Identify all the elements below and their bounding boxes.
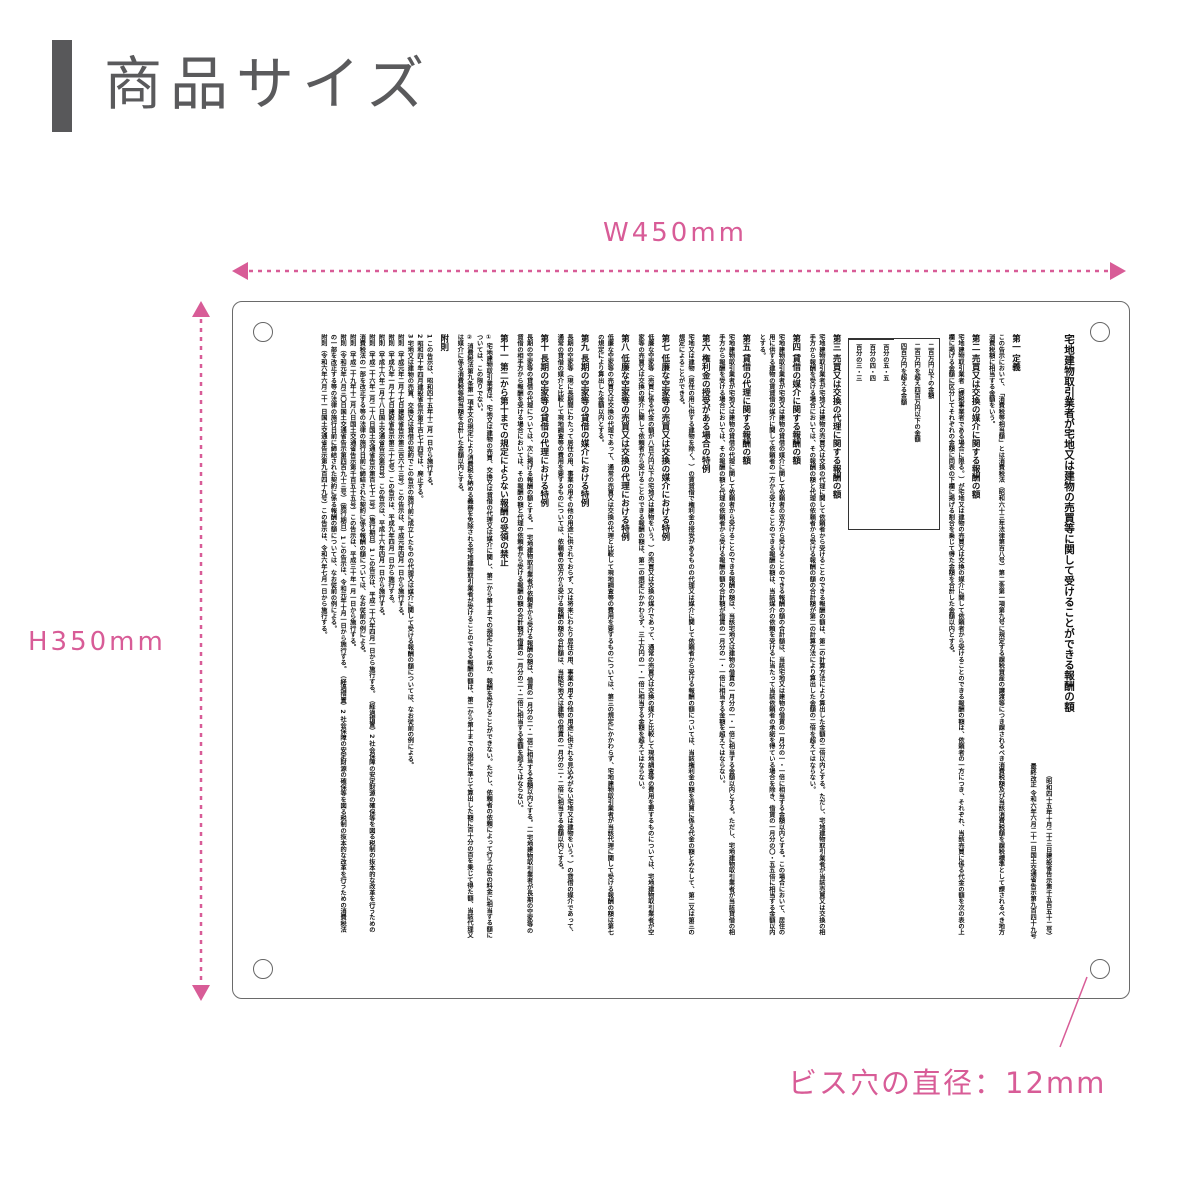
plate-note-2: 最終改正 令和六年六月二十一日国土交通省告示第九百四十九号: [1029, 763, 1037, 939]
plate-title: 宅地建物取引業者が宅地又は建物の売買等に関して受けることができる報酬の額: [1063, 334, 1075, 712]
table-cell-amount: 四百万円を超える金額: [899, 343, 907, 405]
section-heading: 第八 低廉な空家等の売買又は交換の代理における特例: [619, 334, 630, 541]
section-body: 長期の空家等（現に長期間にわたって居住の用、事業の用その他の用途に供されておらず…: [556, 334, 573, 936]
section-body: 宅地又は建物（居住の用に供する建物を除く。）の賃貸借で権利金の授受があるものの代…: [677, 334, 695, 936]
section-body: 低廉な空家等の売買又は交換の代理であって、通常の売買又は交換の代理と比較して現地…: [596, 334, 614, 936]
screw-hole-bottom-right: [1090, 959, 1110, 979]
width-label: W450mm: [603, 218, 747, 248]
section-body: ① 宅地建物取引業者は、宅地又は建物の売買、交換又は貸借の代理又は媒介に関し、第…: [475, 334, 493, 939]
section-body: 附則（令和元年八月三〇日国土交通省告示第四百九十三号）（施行期日）1 この告示は…: [329, 334, 347, 933]
section-body: 附則（平成十六年二月十八日国土交通省告示第百号）この告示は、平成十六年四月一日か…: [377, 334, 385, 620]
screw-hole-bottom-left: [253, 959, 273, 979]
section-heading: 第四 貸借の媒介に関する報酬の額: [790, 334, 801, 465]
height-arrow: [192, 301, 210, 1001]
table-cell-rate: 百分の三・三: [854, 344, 862, 382]
screw-hole-top-left: [253, 322, 273, 342]
section-body: 附則（平成二十九年十二月八日国土交通省告示第千百五十五号）この告示は、平成三十年…: [348, 334, 356, 651]
screw-hole-leader-line: [1059, 976, 1088, 1048]
section-heading: 附則: [438, 334, 449, 351]
section-heading: 第三 売買又は交換の代理に関する報酬の額: [831, 334, 842, 499]
section-body: 附則（平成二十六年二月二十八日国土交通省告示第百七十二号）（施行期日）1 この告…: [358, 334, 375, 933]
section-body: 附則（令和六年六月二十一日国土交通省告示第九百四十九号）この告示は、令和六年七月…: [319, 334, 327, 638]
table-cell-rate: 百分の四・四: [868, 344, 876, 382]
section-body: 宅地建物取引業者が宅地又は建物の売買又は交換の代理に関して依頼者から受けることの…: [808, 334, 825, 936]
section-body: この告示において、「消費税等相当額」とは消費税法（昭和六十三年法律第百八号）第二…: [987, 334, 1005, 936]
section-body: 2 昭和四十年四月建設省告示第千百七十四号は、廃止する。: [415, 334, 423, 502]
section-body: 長期の空家等の貸借の代理については、次に掲げる報酬の額とする。一 宅地建物取引業…: [515, 334, 533, 934]
screw-hole-top-right: [1090, 322, 1110, 342]
section-heading: 第六 権利金の授受がある場合の特例: [700, 334, 711, 473]
section-body: 宅地建物取引業者（課税事業者である場合に限る。）が宅地又は建物の売買又は交換の媒…: [947, 334, 964, 936]
title-accent-bar: [52, 40, 72, 132]
table-cell-amount: 二百万円以下の金額: [926, 343, 934, 399]
height-label: H350mm: [28, 627, 166, 657]
section-heading: 第一 定義: [1010, 334, 1021, 371]
section-body: 1 この告示は、昭和四十五年十二月一日から施行する。: [425, 334, 433, 490]
plate-note-1: （昭和四十五年十月二十三日建設省告示第千五百五十二号）: [1044, 771, 1052, 939]
width-arrow: [232, 262, 1126, 280]
section-heading: 第五 貸借の代理に関する報酬の額: [740, 334, 751, 465]
sign-plate: 宅地建物取引業者が宅地又は建物の売買等に関して受けることができる報酬の額 （昭和…: [232, 301, 1130, 999]
table-cell-rate: 百分の五・五: [881, 344, 889, 382]
plate-text: 宅地建物取引業者が宅地又は建物の売買等に関して受けることができる報酬の額 （昭和…: [277, 334, 1077, 939]
section-body: ② 消費税法第九条第一項本文の規定により消費税を納める義務を免除される宅地建物取…: [456, 334, 473, 939]
section-body: 附則（平成元年二月十七日建設省告示第三百六十三号）この告示は、平成元年四月一日か…: [396, 334, 404, 620]
screw-hole-diameter-label: ビス穴の直径：12mm: [788, 1066, 1107, 1100]
fee-rate-table: 二百万円以下の金額二百万円を超え四百万円以下の金額四百万円を超える金額 百分の五・…: [848, 338, 940, 530]
section-body: 宅地建物取引業者が宅地又は建物の貸借の媒介に関して依頼者の双方から受けることので…: [758, 334, 785, 936]
section-body: 3 宅地又は建物の売買、交換又は貸借の契約でこの告示の施行前に成立したものの代理…: [406, 334, 414, 769]
section-body: 宅地建物取引業者が宅地又は建物の貸借の代理に関して依頼者から受けることのできる報…: [717, 334, 735, 936]
table-cell-amount: 二百万円を超え四百万円以下の金額: [913, 343, 921, 443]
section-heading: 第十一 第二から第十までの規定によらない報酬の受領の禁止: [498, 334, 509, 567]
page-title: 商品サイズ: [104, 50, 433, 118]
section-heading: 第十 長期の空家等の貸借の代理における特例: [538, 334, 549, 507]
section-heading: 第九 長期の空家等の貸借の媒介における特例: [579, 334, 590, 507]
section-body: 附則（平成九年一月十七日建設省告示第三十七号）この告示は、平成九年四月一日から施…: [387, 334, 395, 607]
section-heading: 第七 低廉な空家等の売買又は交換の媒介における特例: [659, 334, 670, 541]
section-body: 低廉な空家等（売買に係る代金の額が八百万円以下の宅地又は建物をいう。）の売買又は…: [637, 334, 654, 936]
section-heading: 第二 売買又は交換の媒介に関する報酬の額: [970, 334, 981, 499]
